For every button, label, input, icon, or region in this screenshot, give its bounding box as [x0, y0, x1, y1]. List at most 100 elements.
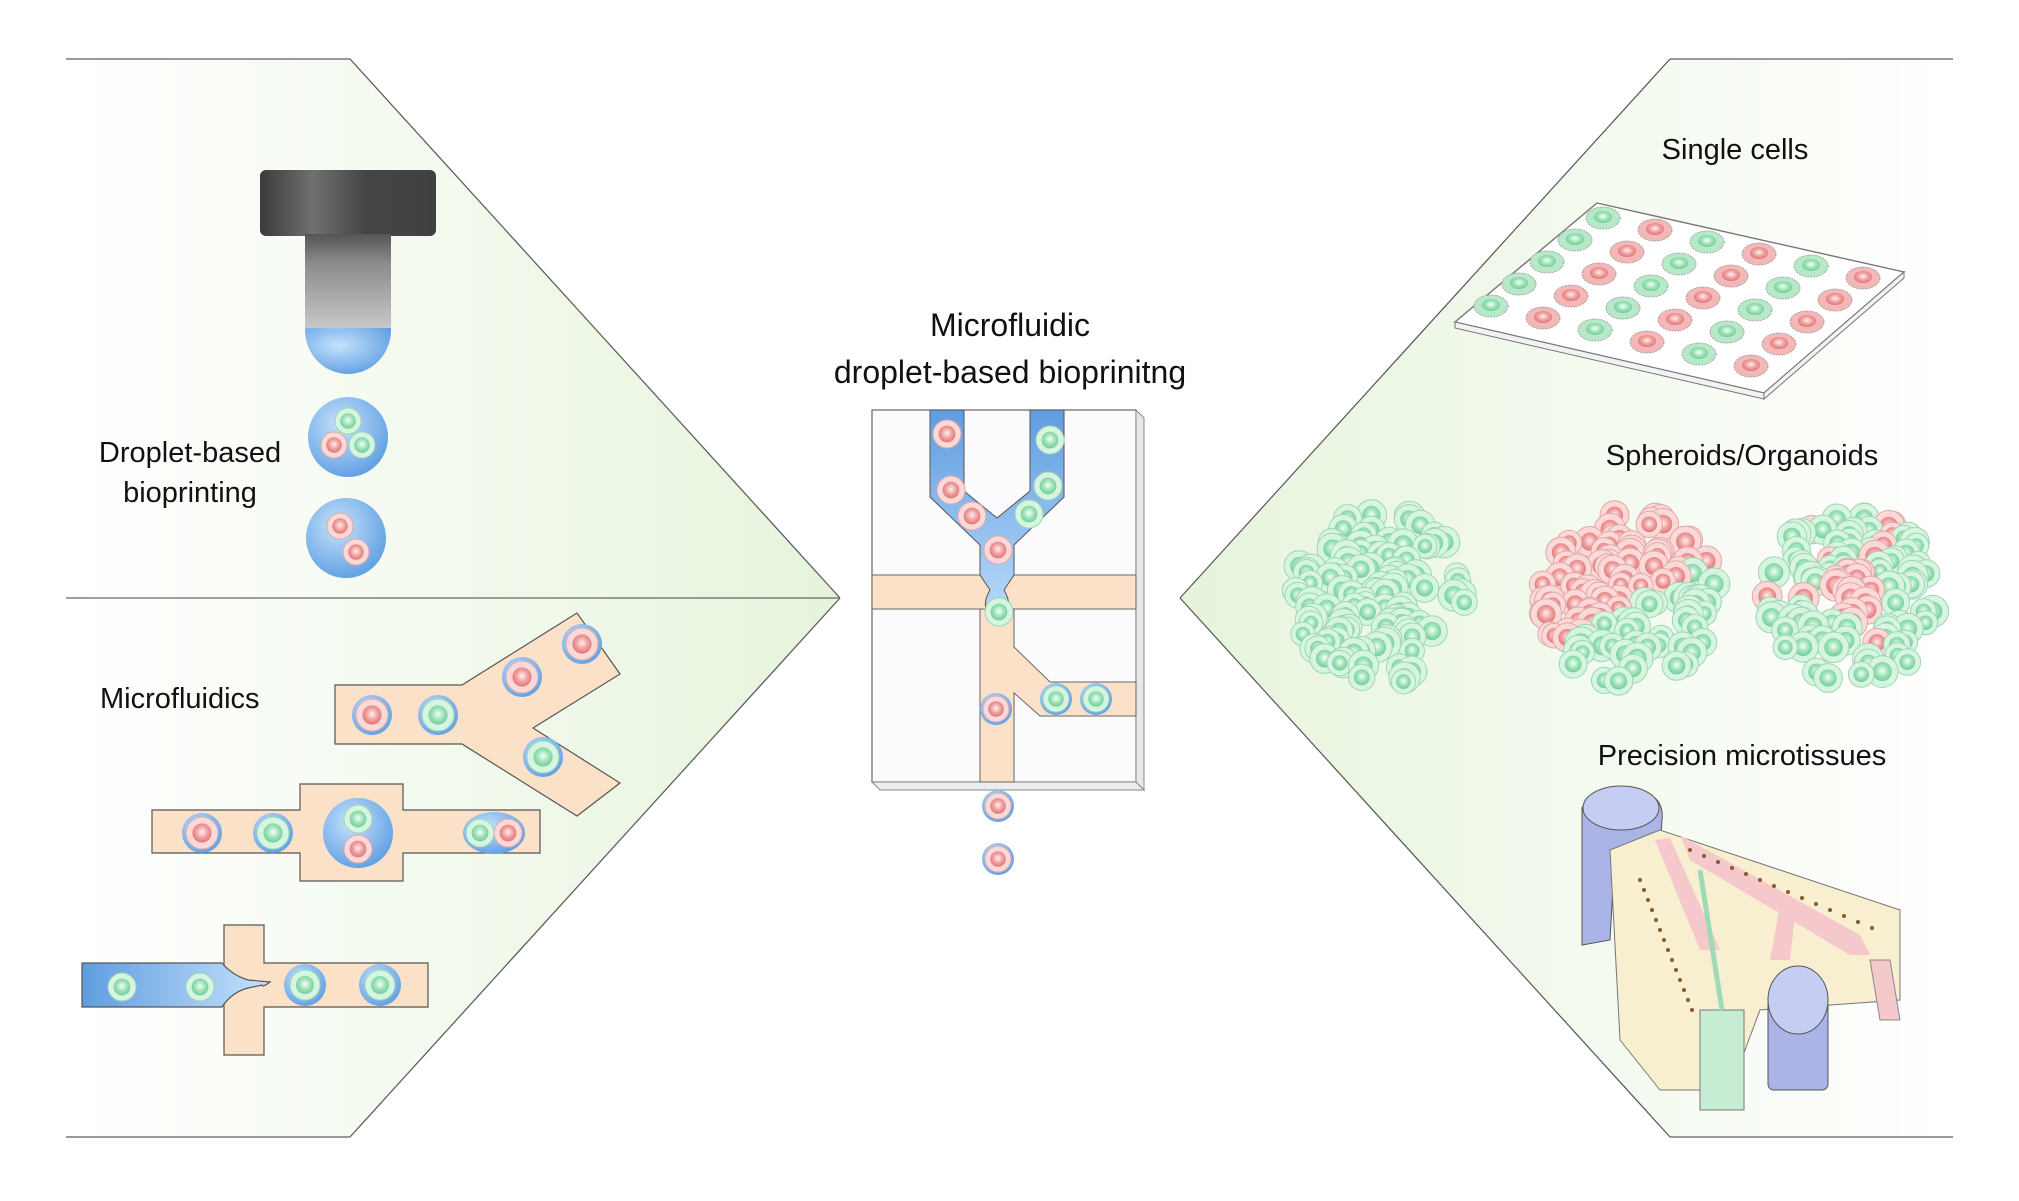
- green-cell: [1035, 425, 1065, 455]
- red-cell: [1713, 264, 1749, 288]
- green-cell: [343, 804, 373, 834]
- red-cell: [1741, 242, 1777, 266]
- chip-droplets: [932, 419, 1112, 875]
- cell-nucleus: [1758, 878, 1762, 882]
- green-cell: [1847, 661, 1875, 688]
- red-cell: [1761, 332, 1797, 356]
- microfluidic-chip: [870, 408, 1146, 792]
- red-cell: [984, 792, 1012, 820]
- green-cell: [1893, 648, 1922, 676]
- falling-droplets: [306, 397, 388, 578]
- title-line1: Microfluidic: [930, 307, 1090, 343]
- red-cell: [1733, 354, 1769, 378]
- red-cell: [565, 627, 599, 661]
- single-cells-label: Single cells: [1662, 134, 1809, 166]
- red-cell: [343, 834, 373, 864]
- red-cell: [1657, 308, 1693, 332]
- droplet-red: [982, 790, 1014, 822]
- microfluidic-droplets: [107, 624, 602, 1006]
- cell-nucleus: [1870, 926, 1874, 930]
- green-cell: [1603, 666, 1634, 696]
- cell-nucleus: [1716, 860, 1720, 864]
- green-cell: [1473, 294, 1509, 318]
- cell-nucleus: [1662, 938, 1666, 942]
- red-cell: [342, 538, 370, 566]
- cell-nucleus: [1786, 890, 1790, 894]
- green-cell: [256, 816, 290, 850]
- cell-nucleus: [1650, 908, 1654, 912]
- droplet-red: [982, 843, 1014, 875]
- cell-nucleus: [1814, 902, 1818, 906]
- microtissues-label: Precision microtissues: [1598, 740, 1886, 772]
- red-cell: [957, 501, 987, 531]
- green-cell: [364, 969, 396, 1001]
- green-cell: [1709, 320, 1745, 344]
- red-cell: [1685, 286, 1721, 310]
- green-cell: [1557, 228, 1593, 252]
- cell-nucleus: [1690, 1008, 1694, 1012]
- green-cell: [1014, 499, 1044, 529]
- green-cell: [1661, 252, 1697, 276]
- droplet-bioprinting-label-line2: bioprinting: [123, 477, 257, 509]
- droplet-bioprinting-label-line1: Droplet-based: [99, 437, 281, 469]
- green-cell: [1772, 634, 1799, 661]
- red-cell: [326, 512, 354, 540]
- green-cell: [1813, 663, 1843, 693]
- spheroid-green: [1281, 499, 1478, 695]
- red-cell: [936, 475, 966, 505]
- droplet-green: [523, 737, 563, 777]
- green-cell: [1585, 206, 1621, 230]
- green-cell: [1529, 250, 1565, 274]
- green-cell: [1501, 272, 1537, 296]
- green-cell: [1689, 230, 1725, 254]
- green-cell: [1765, 276, 1801, 300]
- cell-nucleus: [1688, 848, 1692, 852]
- droplet-paired: [463, 812, 525, 854]
- left-panel: [66, 58, 841, 1138]
- microfluidics-label: Microfluidics: [100, 683, 260, 715]
- cell-nucleus: [1744, 872, 1748, 876]
- red-cell: [983, 535, 1013, 565]
- red-cell: [1629, 330, 1665, 354]
- cell-nucleus: [1702, 854, 1706, 858]
- red-cell: [320, 431, 348, 459]
- cell-nucleus: [1686, 998, 1690, 1002]
- print-nozzle-icon: [260, 170, 436, 374]
- red-cell: [982, 695, 1010, 723]
- green-cell: [1737, 298, 1773, 322]
- green-cell: [1681, 342, 1717, 366]
- right-panel-lower-edge: [1179, 597, 1671, 1138]
- droplet-green: [253, 813, 293, 853]
- droplet-green: [1040, 683, 1072, 715]
- red-cell: [1635, 510, 1663, 538]
- green-cell: [1633, 274, 1669, 298]
- droplet-green: [1080, 683, 1112, 715]
- spheroid-organoid-star: [1751, 502, 1950, 693]
- cell-nucleus: [1670, 958, 1674, 962]
- green-cell: [1605, 296, 1641, 320]
- droplet-two-cells: [306, 498, 386, 578]
- cell-nucleus: [1678, 978, 1682, 982]
- red-cell: [932, 419, 962, 449]
- plate-cells: [1473, 206, 1881, 378]
- green-cell: [1757, 556, 1791, 589]
- cell-nucleus: [1674, 968, 1678, 972]
- red-cell: [1553, 284, 1589, 308]
- left-panel-upper-edge: [349, 58, 841, 599]
- cell-nucleus: [1638, 878, 1642, 882]
- green-cell: [1817, 631, 1850, 664]
- cell-nucleus: [1666, 948, 1670, 952]
- droplet-green: [359, 964, 401, 1006]
- red-cell: [185, 816, 219, 850]
- cell-nucleus: [1654, 918, 1658, 922]
- green-cell: [1558, 649, 1588, 679]
- droplet-three-cells: [308, 397, 388, 477]
- droplet-red: [352, 695, 392, 735]
- red-cell: [1581, 262, 1617, 286]
- green-cell: [289, 969, 321, 1001]
- red-cell: [1609, 240, 1645, 264]
- green-cell: [1326, 649, 1353, 677]
- red-cell: [493, 818, 523, 848]
- cell-nucleus: [1658, 928, 1662, 932]
- green-cell: [421, 698, 455, 732]
